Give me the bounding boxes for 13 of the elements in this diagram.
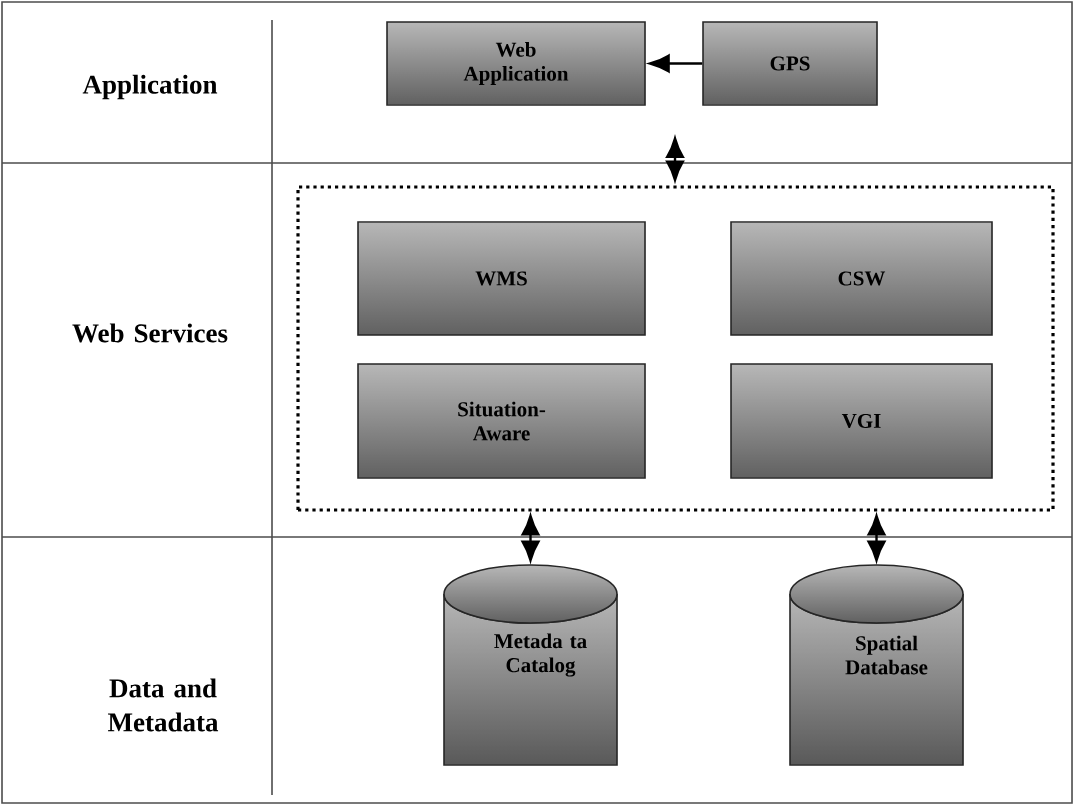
service-box: VGI [730, 363, 993, 479]
service-box: Web Application [386, 21, 646, 106]
service-box: CSW [730, 221, 993, 336]
service-box: WMS [357, 221, 646, 336]
database-cylinder: Spatial Database [789, 564, 964, 766]
service-box: Situation- Aware [357, 363, 646, 479]
row-header: Web Services [72, 323, 228, 343]
arrow [666, 137, 684, 182]
row-header: Data and Metadata [108, 678, 219, 732]
service-box: GPS [702, 21, 878, 106]
row-header: Application [82, 74, 218, 100]
database-cylinder: Metada ta Catalog [443, 564, 618, 766]
dotted-group-box [296, 185, 1055, 512]
